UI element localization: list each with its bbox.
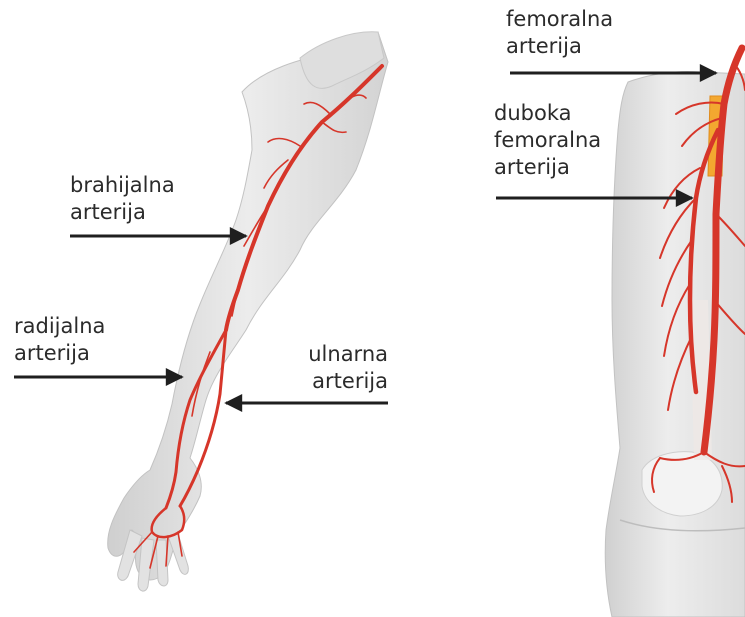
ulnar-label-line-1: ulnarna xyxy=(290,341,388,368)
leg-skin xyxy=(605,71,745,617)
radial-artery-label: radijalna arterija xyxy=(14,313,105,367)
brachial-label-line-1: brahijalna xyxy=(70,172,175,199)
deep-femoral-label-line-3: arterija xyxy=(494,154,601,181)
deep-femoral-label-line-1: duboka xyxy=(494,100,601,127)
femoral-label-line-1: femoralna xyxy=(506,6,613,33)
leg-figure xyxy=(605,48,745,617)
brachial-artery-label: brahijalna arterija xyxy=(70,172,175,226)
deep-femoral-label-line-2: femoralna xyxy=(494,127,601,154)
femoral-label-line-2: arterija xyxy=(506,33,613,60)
deep-femoral-artery-label: duboka femoralna arterija xyxy=(494,100,601,181)
radial-label-line-1: radijalna xyxy=(14,313,105,340)
radial-label-line-2: arterija xyxy=(14,340,105,367)
femoral-artery-label: femoralna arterija xyxy=(506,6,613,60)
brachial-label-line-2: arterija xyxy=(70,199,175,226)
ulnar-label-line-2: arterija xyxy=(290,368,388,395)
arm-figure xyxy=(108,32,388,591)
ulnar-artery-label: ulnarna arterija xyxy=(290,341,388,395)
knee-patella xyxy=(642,452,722,516)
arm-skin xyxy=(108,32,388,580)
